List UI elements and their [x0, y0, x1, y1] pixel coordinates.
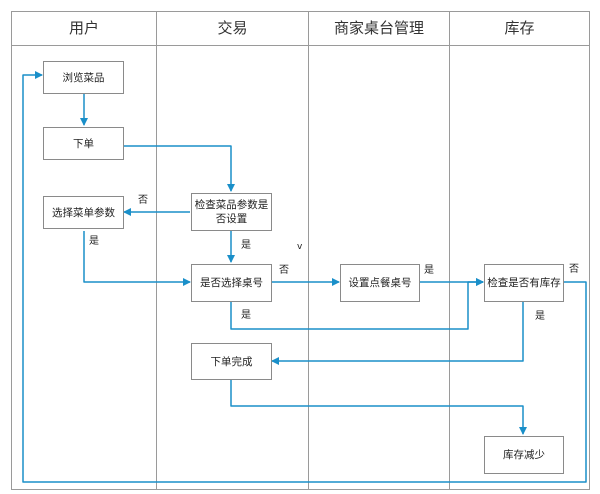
- node-order-complete[interactable]: 下单完成: [191, 343, 272, 380]
- node-stock-reduce[interactable]: 库存减少: [484, 436, 564, 474]
- edge-label-set-table-yes: 是: [424, 265, 434, 276]
- lane-title-trade: 交易: [217, 19, 248, 37]
- edge-label-stock-yes: 是: [535, 311, 545, 322]
- edge-select-table-yes-to-check-stock: [230, 278, 484, 330]
- edge-label-table-yes: 是: [241, 310, 251, 321]
- lane-title-user: 用户: [68, 19, 99, 37]
- node-browse-dishes[interactable]: 浏览菜品: [43, 61, 124, 94]
- edge-order-done-to-stock-reduce: [230, 380, 527, 435]
- edge-label-select-params-yes: 是: [89, 236, 99, 247]
- node-check-stock[interactable]: 检查是否有库存: [484, 264, 564, 302]
- edge-label-stray-mark: v: [297, 242, 303, 252]
- lane-grid: [11, 11, 590, 490]
- diagram-border: [11, 11, 590, 490]
- lane-title-inventory: 库存: [504, 19, 535, 37]
- node-select-table-number[interactable]: 是否选择桌号: [191, 264, 272, 302]
- edge-order-to-check-params: [123, 145, 235, 192]
- lane-title-table-management: 商家桌台管理: [333, 19, 424, 37]
- edge-label-params-yes: 是: [241, 240, 251, 251]
- node-set-table-number[interactable]: 设置点餐桌号: [340, 264, 420, 302]
- connectors: [22, 71, 587, 483]
- edge-label-params-no: 否: [138, 195, 148, 206]
- edge-check-stock-no-to-browse: [22, 71, 587, 483]
- edge-label-stock-no: 否: [569, 264, 579, 275]
- node-place-order[interactable]: 下单: [43, 127, 124, 160]
- edge-check-stock-yes-to-order-done: [271, 302, 524, 365]
- edge-label-table-no: 否: [279, 265, 289, 276]
- node-select-menu-params[interactable]: 选择菜单参数: [43, 196, 124, 229]
- node-check-dish-params[interactable]: 检查菜品参数是否设置: [191, 193, 272, 231]
- edge-select-params-yes-to-select-table: [83, 231, 191, 286]
